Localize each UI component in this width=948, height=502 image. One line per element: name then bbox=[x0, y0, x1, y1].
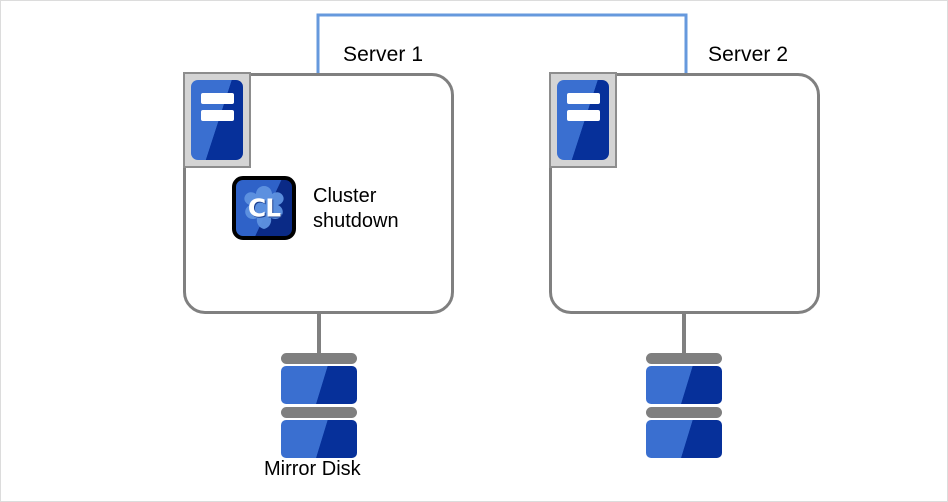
disk-bar bbox=[281, 353, 357, 364]
server1-disk-connector bbox=[317, 313, 321, 355]
disk-platter bbox=[646, 366, 722, 404]
server2-disk-connector bbox=[682, 313, 686, 355]
disk-bar bbox=[281, 407, 357, 418]
server2-label: Server 2 bbox=[708, 43, 789, 66]
server1-tower-icon bbox=[183, 72, 251, 168]
disk-bar bbox=[646, 407, 722, 418]
tower-slot-icon bbox=[201, 92, 234, 104]
cluster-butterfly-shape bbox=[244, 186, 284, 229]
tower-slot-icon bbox=[567, 92, 600, 104]
server2-mirror-disk-icon bbox=[646, 353, 722, 461]
mirror-disk-label: Mirror Disk bbox=[264, 458, 361, 480]
disk-platter bbox=[281, 366, 357, 404]
disk-platter bbox=[646, 420, 722, 458]
tower-body bbox=[557, 80, 609, 160]
disk-platter bbox=[281, 420, 357, 458]
tower-slot-icon bbox=[567, 110, 600, 122]
server2-box bbox=[549, 73, 820, 314]
cluster-shutdown-caption: Cluster shutdown bbox=[313, 185, 399, 232]
tower-slot-icon bbox=[201, 110, 234, 122]
server2-tower-icon bbox=[549, 72, 617, 168]
server1-label: Server 1 bbox=[343, 43, 424, 66]
tower-body bbox=[191, 80, 243, 160]
disk-bar bbox=[646, 353, 722, 364]
cluster-icon-glyph: CL bbox=[247, 193, 281, 223]
server1-mirror-disk-icon bbox=[281, 353, 357, 461]
cluster-shutdown-icon: CL bbox=[232, 176, 296, 240]
